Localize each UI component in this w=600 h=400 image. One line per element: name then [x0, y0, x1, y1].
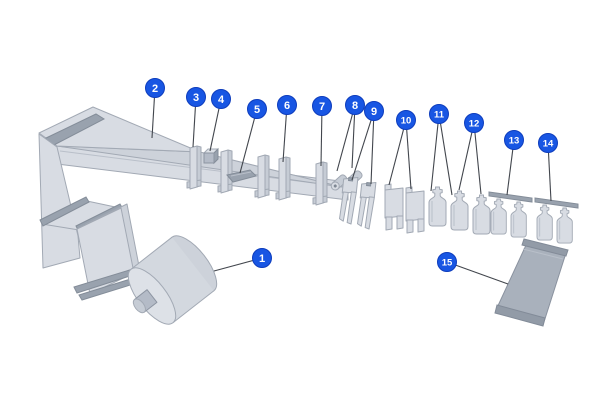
- leader-line: [405, 119, 412, 190]
- callout-balloon[interactable]: [437, 252, 457, 272]
- callout-number: 12: [469, 118, 480, 129]
- leader-line: [320, 105, 323, 167]
- leader-line: [446, 261, 509, 285]
- callout-number: 2: [152, 83, 158, 95]
- callout-9[interactable]: 9: [351, 101, 384, 185]
- roller-cylinder: [127, 235, 218, 325]
- callout-balloon[interactable]: [429, 104, 449, 124]
- callout-number: 6: [284, 100, 290, 112]
- leader-line: [239, 108, 258, 174]
- bottle-2: [450, 190, 469, 231]
- bottle-pair-rack-2: [534, 197, 579, 244]
- bottle-1: [428, 186, 447, 227]
- callout-balloon[interactable]: [538, 133, 558, 153]
- holder-plate-1: [384, 183, 404, 231]
- leader-line: [430, 113, 440, 192]
- callout-10[interactable]: 10: [388, 110, 416, 190]
- callout-number: 3: [193, 92, 199, 104]
- callout-2[interactable]: 2: [145, 78, 165, 139]
- callout-balloon[interactable]: [211, 89, 231, 109]
- callout-11[interactable]: 11: [429, 104, 453, 196]
- callout-13[interactable]: 13: [504, 130, 524, 196]
- callout-1[interactable]: 1: [213, 248, 272, 272]
- leader-line: [370, 110, 375, 185]
- callout-4[interactable]: 4: [209, 89, 231, 152]
- callout-balloon[interactable]: [145, 78, 165, 98]
- holder-plate-2: [405, 186, 425, 234]
- lower-fold-strip-top: [39, 196, 90, 227]
- callout-balloon[interactable]: [364, 101, 384, 121]
- leader-line: [473, 122, 482, 195]
- bottle-pair-rack-1: [488, 191, 533, 238]
- callout-number: 15: [442, 257, 453, 268]
- callout-balloon[interactable]: [396, 110, 416, 130]
- callout-balloon[interactable]: [277, 95, 297, 115]
- leader-line: [388, 119, 407, 186]
- leader-line: [336, 104, 356, 172]
- leader-line: [458, 122, 475, 191]
- callout-balloon[interactable]: [247, 99, 267, 119]
- callout-number: 13: [509, 135, 520, 146]
- callout-number: 9: [371, 106, 377, 118]
- callout-number: 8: [352, 100, 358, 112]
- callout-6[interactable]: 6: [277, 95, 297, 163]
- callout-5[interactable]: 5: [239, 99, 267, 174]
- callout-balloon[interactable]: [345, 95, 365, 115]
- callout-balloon[interactable]: [464, 113, 484, 133]
- callout-14[interactable]: 14: [538, 133, 558, 202]
- callout-15[interactable]: 15: [437, 252, 509, 285]
- callout-number: 10: [401, 115, 412, 126]
- callout-number: 4: [218, 94, 225, 106]
- callout-number: 7: [319, 101, 325, 113]
- callout-12[interactable]: 12: [458, 113, 484, 195]
- callout-7[interactable]: 7: [312, 96, 332, 167]
- leader-line: [438, 113, 453, 196]
- leader-line: [351, 110, 375, 181]
- gripper-fork-2: [356, 180, 377, 230]
- leader-line: [351, 104, 356, 169]
- discharge-tray: [494, 238, 569, 327]
- bottle-3: [472, 194, 491, 235]
- rail-block: [203, 147, 219, 165]
- slide-shoe: [226, 169, 257, 183]
- callout-3[interactable]: 3: [186, 87, 206, 148]
- callout-number: 1: [259, 253, 265, 265]
- side-panel: [38, 133, 81, 269]
- callout-number: 11: [434, 109, 445, 120]
- callout-number: 5: [254, 104, 260, 116]
- callout-8[interactable]: 8: [336, 95, 365, 172]
- callout-balloon[interactable]: [252, 248, 272, 268]
- callout-balloon[interactable]: [504, 130, 524, 150]
- callout-balloon[interactable]: [186, 87, 206, 107]
- callout-number: 14: [543, 138, 554, 149]
- callout-balloon[interactable]: [312, 96, 332, 116]
